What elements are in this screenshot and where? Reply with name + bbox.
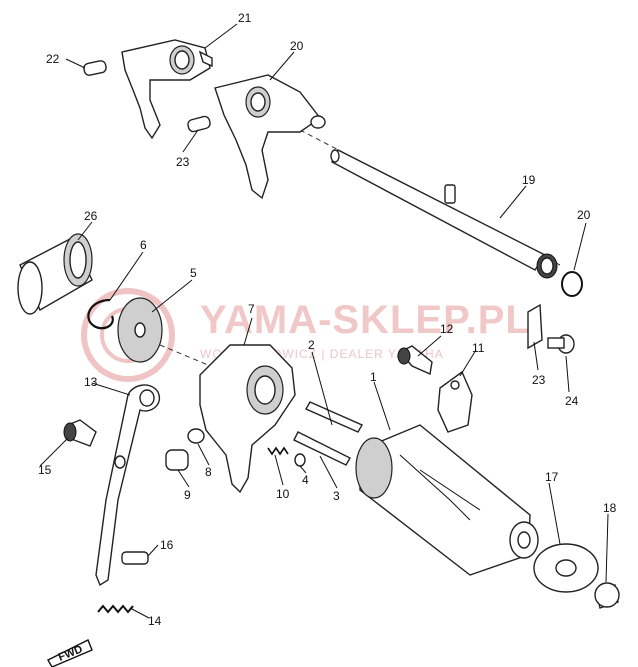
callout-9: 9 [184,488,191,502]
fwd-label: FWD [57,643,85,664]
shift-fork-lower [199,344,296,494]
small-washer [294,453,306,467]
callout-1: 1 [370,370,377,384]
pivot-bolt [63,419,97,447]
drum-stopper-plate [533,543,599,593]
callout-3: 3 [333,489,340,503]
callout-24: 23 [532,373,546,387]
callout-2: 2 [308,338,315,352]
callout-21: 20 [290,39,304,53]
callout-15: 15 [38,463,52,477]
callout-12: 12 [440,322,454,336]
leader-lines [39,23,609,619]
callout-22: 21 [238,11,252,25]
callout-23-lower: 23 [176,155,190,169]
arm-pin [121,551,149,565]
guide-pin-long [305,401,363,433]
callout-11: 11 [472,341,485,355]
retainer-spring [267,446,289,456]
cam-follower-pin [165,449,189,471]
shift-fork-shaft [330,149,558,279]
return-spring [97,604,134,614]
callout-7: 7 [248,302,255,316]
callout-26: 26 [84,209,98,223]
callout-14: 14 [148,614,162,628]
callout-23-upper: 22 [46,52,60,66]
callout-17: 17 [545,470,559,484]
e-clip [87,298,114,330]
forward-direction-marker: FWD [47,639,93,667]
callout-4: 4 [302,473,309,487]
shift-lever-arm [95,384,161,587]
callout-20: 20 [577,208,591,222]
thrust-washer [117,297,163,363]
shift-fork-upper [121,39,213,140]
watermark-brand: YAMA-SKLEP.PL [200,298,531,342]
guide-pin-lower [187,115,211,133]
cam-follower-roller [187,428,205,444]
drum-end-cap [594,582,620,609]
callout-10: 10 [276,487,290,501]
screw [397,345,433,376]
shift-drum [355,424,539,576]
bolt [547,334,575,354]
callout-25: 24 [565,394,579,408]
stopper-plate [437,370,473,433]
watermark-logo-icon [81,288,175,382]
callout-18: 18 [603,501,617,515]
circlip [561,271,583,297]
shift-fork-middle [214,74,326,200]
lock-washer-bracket [527,303,543,350]
callout-5: 5 [190,266,197,280]
callout-labels: 21 22 20 23 19 20 26 6 5 7 12 11 2 1 23 … [38,11,617,628]
needle-bearing [17,233,93,315]
callout-13: 13 [84,375,98,389]
guide-pin-upper [83,60,107,76]
callout-6: 6 [140,238,147,252]
guide-pin-short [293,431,351,466]
callout-16: 16 [160,538,174,552]
callout-19: 19 [522,173,536,187]
callout-8: 8 [205,465,212,479]
